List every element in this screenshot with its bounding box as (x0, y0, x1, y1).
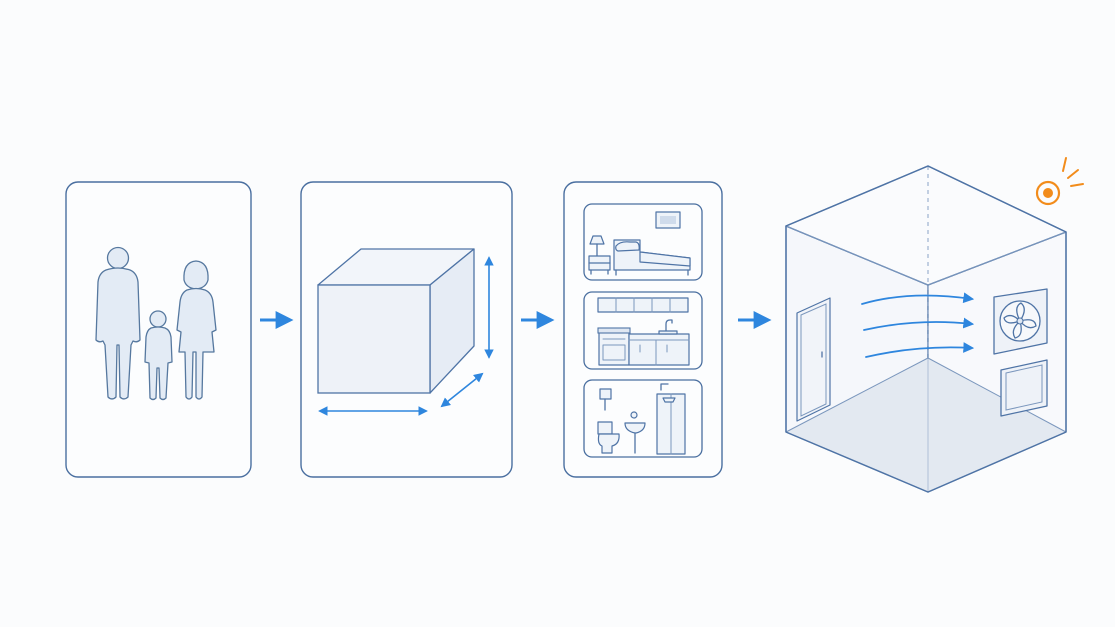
man-figure (95, 246, 141, 400)
ventilated-room (785, 157, 1084, 493)
door-icon (796, 297, 831, 422)
room-volume-panel (300, 181, 513, 478)
depth-dimension-arrow (440, 372, 484, 408)
bathroom-icon (583, 379, 703, 458)
family-icon (95, 246, 217, 401)
sensor-alert-icon (1035, 157, 1084, 206)
room-types-panel (563, 181, 723, 478)
child-figure (144, 310, 173, 401)
airflow-arrows (861, 292, 975, 358)
kitchen-icon (583, 291, 703, 370)
exhaust-fan-icon (993, 288, 1048, 355)
occupants-panel (65, 181, 252, 478)
room-ventilation-icon (785, 165, 1067, 493)
woman-figure (176, 260, 217, 400)
cube-dimensions-icon (317, 248, 494, 416)
bedroom-icon (583, 203, 703, 281)
wall-vent-icon (1000, 359, 1048, 417)
